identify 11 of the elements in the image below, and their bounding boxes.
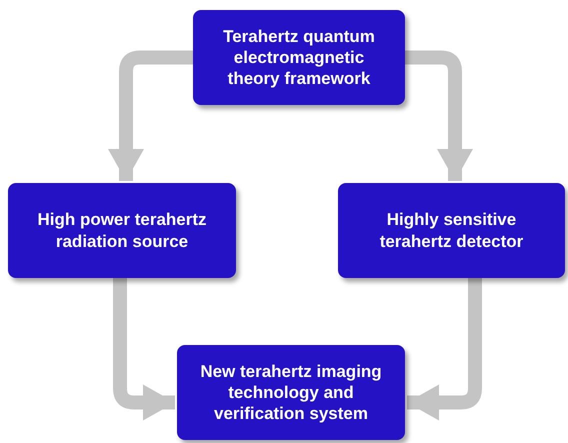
arrow — [407, 278, 482, 420]
box-label: New terahertz imaging technology and verification system — [199, 360, 383, 424]
box-label: High power terahertz radiation source — [36, 209, 208, 252]
process-box — [177, 345, 405, 440]
arrow — [113, 278, 175, 420]
box-label: Terahertz quantum electromagnetic theory framework — [222, 26, 376, 90]
process-box — [338, 183, 565, 278]
arrow — [108, 50, 193, 181]
box-label: Highly sensitive terahertz detector — [378, 209, 524, 252]
process-box — [8, 183, 236, 278]
process-box — [193, 10, 405, 105]
